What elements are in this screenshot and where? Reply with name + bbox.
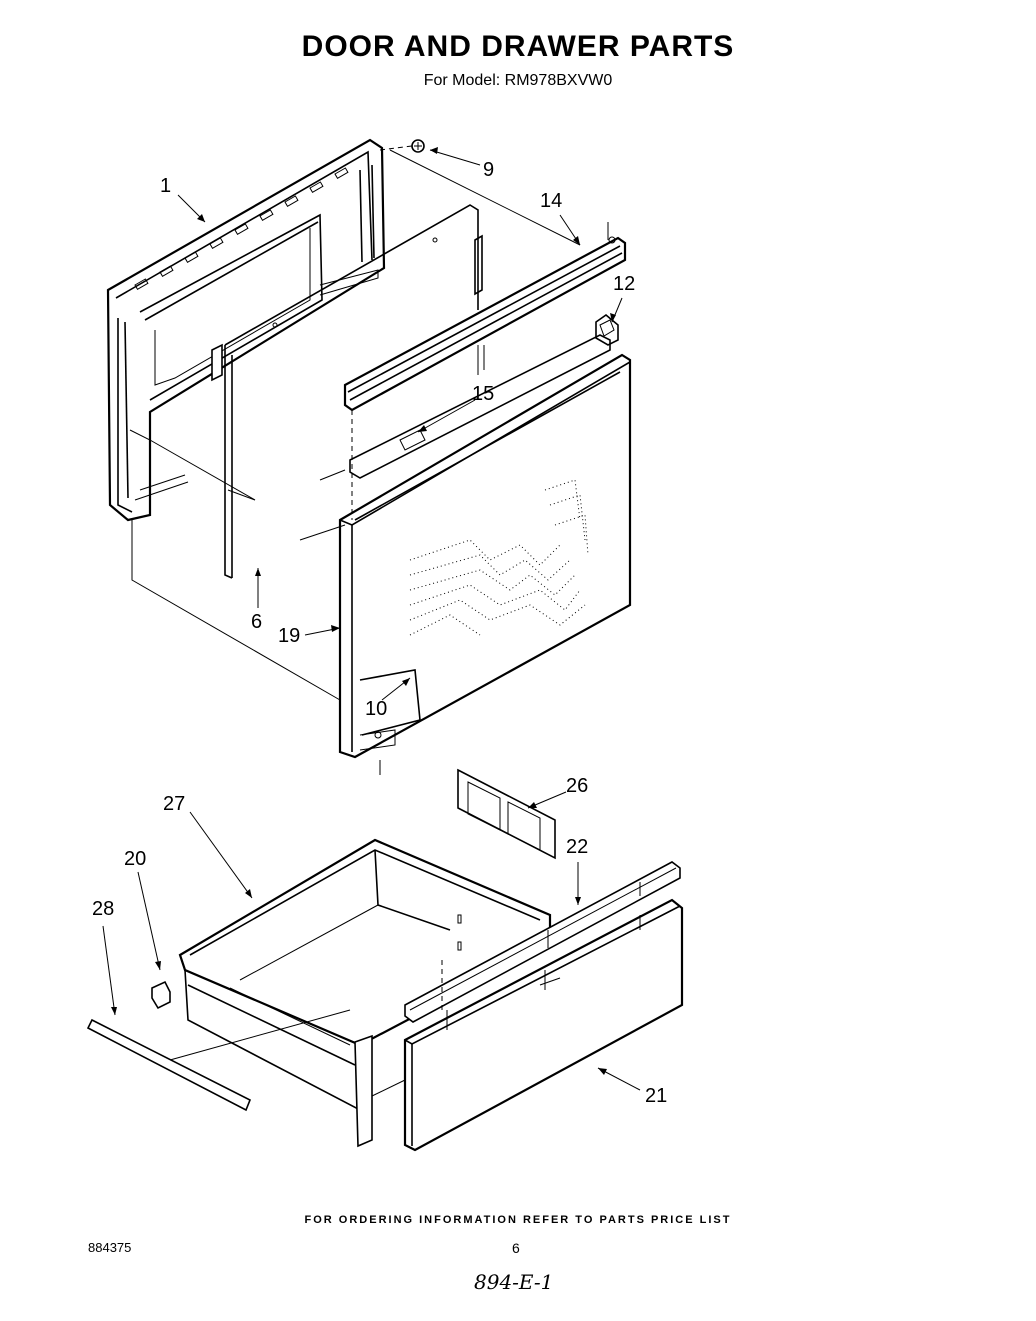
callout-28: 28 bbox=[92, 898, 114, 920]
assembly-lines-upper bbox=[131, 149, 581, 701]
callout-10: 10 bbox=[365, 698, 387, 720]
part-6-inner-panel bbox=[211, 204, 483, 579]
part-15-vent bbox=[349, 334, 611, 479]
part-9-screw bbox=[379, 139, 425, 153]
page-number: 6 bbox=[512, 1240, 520, 1256]
callout-leaders bbox=[102, 147, 641, 1091]
part-14-top-trim bbox=[343, 222, 627, 412]
part-1-door-frame bbox=[106, 138, 386, 522]
callout-27: 27 bbox=[163, 793, 185, 815]
callout-1: 1 bbox=[160, 175, 171, 197]
callout-12: 12 bbox=[613, 273, 635, 295]
ordering-note: FOR ORDERING INFORMATION REFER TO PARTS … bbox=[304, 1214, 732, 1226]
part-28-drawer-rail bbox=[86, 1018, 252, 1112]
callout-26: 26 bbox=[566, 775, 588, 797]
handwritten-note: 894-E-1 bbox=[474, 1270, 554, 1294]
page-title: DOOR AND DRAWER PARTS bbox=[301, 30, 735, 63]
document-number: 884375 bbox=[88, 1240, 132, 1255]
callout-15: 15 bbox=[472, 383, 494, 405]
part-21-drawer-front bbox=[403, 898, 684, 1152]
callout-19: 19 bbox=[278, 625, 300, 647]
callout-9: 9 bbox=[483, 159, 494, 181]
callout-22: 22 bbox=[566, 836, 588, 858]
callout-21: 21 bbox=[645, 1085, 667, 1107]
callout-20: 20 bbox=[124, 848, 146, 870]
part-26-drawer-panel bbox=[457, 768, 556, 860]
model-subtitle: For Model: RM978BXVW0 bbox=[423, 72, 613, 89]
assembly-lines-lower bbox=[169, 960, 443, 1061]
part-20-slide-clip bbox=[151, 980, 171, 1010]
callout-14: 14 bbox=[540, 190, 562, 212]
part-12-bracket bbox=[595, 313, 619, 346]
callout-6: 6 bbox=[251, 611, 262, 633]
part-19-outer-door bbox=[338, 353, 632, 775]
part-22-front-trim bbox=[404, 861, 681, 1023]
callout-labels: 1 9 14 12 15 6 19 10 26 27 22 20 28 21 bbox=[92, 159, 667, 1107]
